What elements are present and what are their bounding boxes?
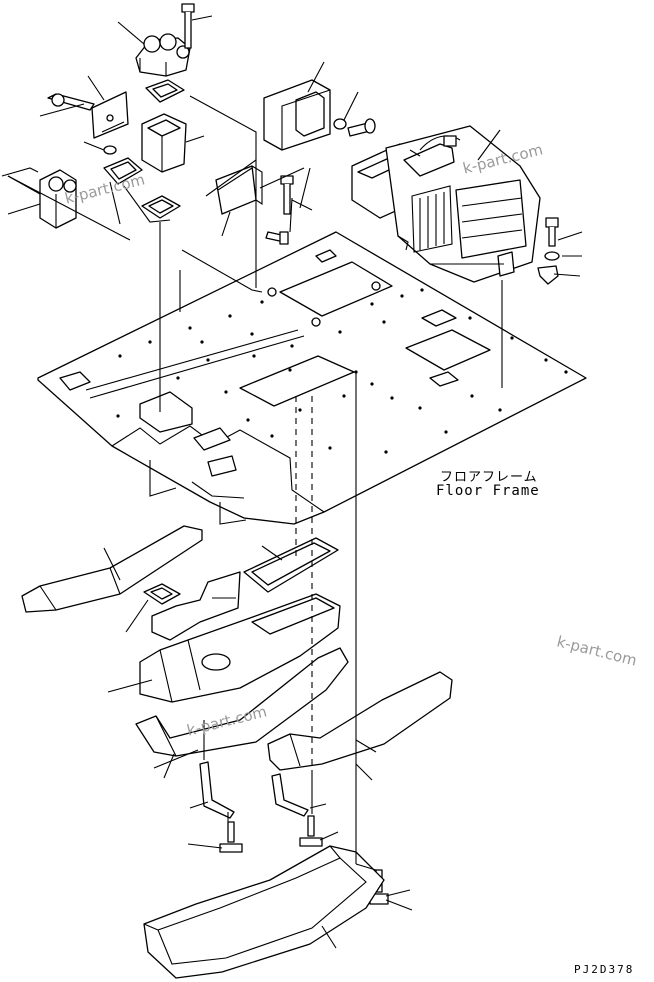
small-washer xyxy=(103,145,117,155)
stay-left xyxy=(199,761,235,819)
bracket-center xyxy=(215,165,263,215)
bolt-lower-left xyxy=(219,821,243,853)
leader-lines xyxy=(1,15,583,949)
top-valve-assembly xyxy=(135,33,191,77)
floor-frame-holes xyxy=(116,288,568,454)
assembly-lines xyxy=(7,95,504,871)
unit-washer xyxy=(544,251,560,261)
top-bolt xyxy=(181,3,195,49)
duct-adapter xyxy=(141,113,187,173)
bolt-lower-mid xyxy=(299,815,323,847)
valve-left xyxy=(39,169,77,229)
bottom-cover xyxy=(143,845,385,979)
square-gasket-left xyxy=(103,157,143,185)
floor-frame-label-en: Floor Frame xyxy=(436,483,540,499)
duct-main xyxy=(139,593,341,703)
unit-bolt xyxy=(545,217,559,247)
center-bolt-2 xyxy=(265,231,289,245)
duct-gasket-small xyxy=(143,583,181,605)
drawing-code: PJ2D378 xyxy=(574,963,635,976)
unit-clip xyxy=(537,265,559,285)
duct-lower-right xyxy=(267,671,453,771)
valve-bracket-left xyxy=(47,91,129,139)
duct-filter xyxy=(243,537,339,593)
duct-middle xyxy=(151,571,241,641)
floor-frame-label-jp: フロアフレーム xyxy=(440,470,538,485)
duct-box xyxy=(263,79,331,151)
floor-frame xyxy=(37,231,587,525)
duct-left-long xyxy=(21,525,203,613)
box-washer xyxy=(333,118,347,130)
stay-right xyxy=(271,773,309,817)
air-conditioner-unit xyxy=(351,125,541,283)
square-gasket-mid xyxy=(141,195,181,219)
box-bolt xyxy=(347,118,376,137)
duct-lower-left xyxy=(135,647,349,757)
upper-gasket xyxy=(145,79,185,103)
